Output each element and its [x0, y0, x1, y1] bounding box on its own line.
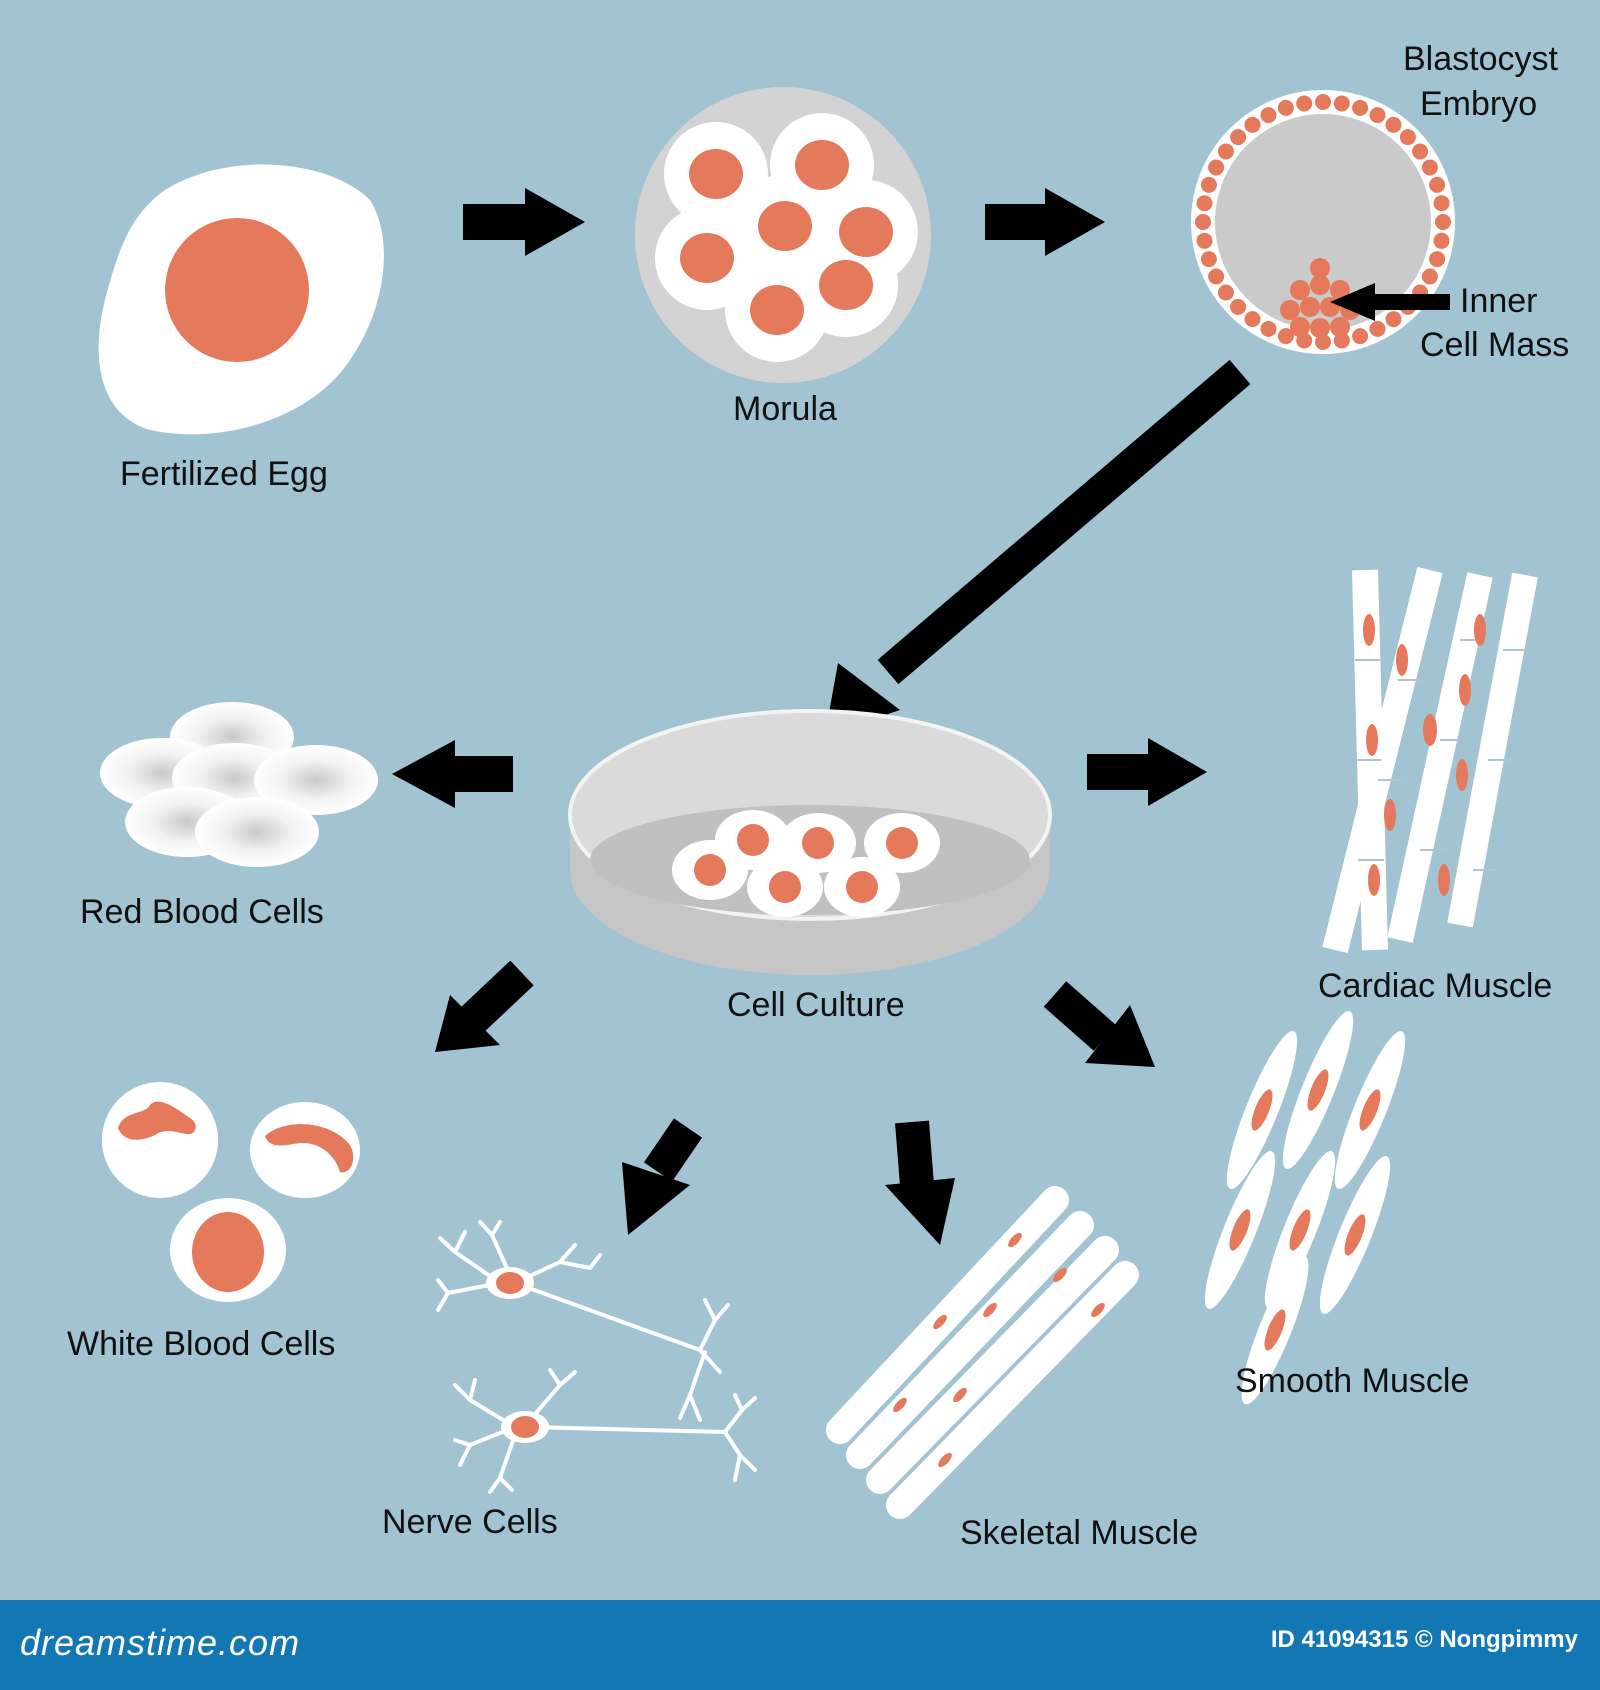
arrow-to-red-blood-cells [392, 740, 513, 808]
label-blastocyst-line1: Blastocyst [1403, 40, 1558, 78]
arrow-morula-to-blastocyst [985, 188, 1105, 256]
trophoblast-cell [1195, 214, 1211, 230]
trophoblast-cell [1277, 99, 1294, 116]
blastocyst-icon [1191, 90, 1455, 354]
morula-icon [635, 87, 931, 383]
label-fertilized-egg: Fertilized Egg [120, 455, 328, 493]
trophoblast-cell [1196, 195, 1213, 212]
arrow-inner-cell-mass [1330, 283, 1450, 321]
footer-logo[interactable]: dreamstime.com [20, 1622, 301, 1663]
trophoblast-cell [1196, 232, 1213, 249]
trophoblast-cell [1244, 116, 1261, 133]
label-blastocyst-line2: Embryo [1420, 85, 1538, 123]
fertilized-egg-icon [98, 164, 384, 435]
cardiac-muscle-icon [1322, 566, 1538, 954]
label-skeletal-muscle: Skeletal Muscle [960, 1514, 1199, 1552]
trophoblast-cell [1277, 328, 1294, 345]
trophoblast-cell [1315, 94, 1331, 110]
trophoblast-cell [1260, 107, 1277, 124]
trophoblast-cell [1244, 311, 1261, 328]
nerve-cells-icon [436, 1220, 757, 1494]
trophoblast-cell [1369, 107, 1386, 124]
trophoblast-cell [1230, 298, 1247, 315]
trophoblast-cell [1352, 328, 1369, 345]
red-blood-cells-icon [100, 702, 378, 867]
label-cell-culture: Cell Culture [727, 986, 905, 1024]
trophoblast-cell [1217, 284, 1234, 301]
arrow-egg-to-morula [463, 188, 585, 256]
trophoblast-cell [1260, 320, 1277, 337]
label-morula: Morula [733, 390, 837, 428]
trophoblast-cell [1433, 232, 1450, 249]
skeletal-muscle-icon [826, 1186, 1139, 1519]
label-smooth-muscle: Smooth Muscle [1235, 1362, 1470, 1400]
label-red-blood-cells: Red Blood Cells [80, 893, 324, 931]
label-inner-line2: Cell Mass [1420, 326, 1570, 364]
cell-culture-dish-icon [568, 709, 1052, 975]
trophoblast-cell [1385, 116, 1402, 133]
arrow-to-cell-culture [825, 359, 1251, 735]
trophoblast-cell [1230, 129, 1247, 146]
smooth-muscle-icon [1204, 1010, 1406, 1405]
arrow-to-nerve-cells [622, 1118, 703, 1235]
trophoblast-cell [1429, 251, 1446, 268]
trophoblast-cell [1200, 176, 1217, 193]
trophoblast-cell [1385, 311, 1402, 328]
white-blood-cells-icon [102, 1082, 360, 1302]
diagram-canvas [98, 87, 1538, 1519]
label-cardiac-muscle: Cardiac Muscle [1318, 967, 1553, 1005]
trophoblast-cell [1296, 95, 1313, 112]
footer-image-id: ID 41094315 © Nongpimmy [1270, 1626, 1578, 1653]
trophoblast-cell [1208, 268, 1225, 285]
arrow-to-skeletal-muscle [885, 1120, 955, 1245]
trophoblast-cell [1352, 99, 1369, 116]
label-nerve-cells: Nerve Cells [382, 1503, 558, 1541]
trophoblast-cell [1421, 159, 1438, 176]
nerve-nuclei [496, 1272, 539, 1438]
trophoblast-cell [1200, 251, 1217, 268]
label-white-blood-cells: White Blood Cells [67, 1325, 336, 1363]
trophoblast-cell [1421, 268, 1438, 285]
trophoblast-cell [1429, 176, 1446, 193]
trophoblast-cell [1217, 143, 1234, 160]
trophoblast-cell [1315, 334, 1331, 350]
arrow-to-cardiac-muscle [1087, 738, 1207, 806]
arrow-to-white-blood-cells [435, 960, 534, 1052]
trophoblast-cell [1333, 95, 1350, 112]
trophoblast-cell [1435, 214, 1451, 230]
trophoblast-cell [1433, 195, 1450, 212]
label-inner-line1: Inner [1460, 282, 1538, 320]
trophoblast-cell [1399, 129, 1416, 146]
trophoblast-cell [1369, 320, 1386, 337]
trophoblast-cell [1412, 143, 1429, 160]
trophoblast-cell [1208, 159, 1225, 176]
footer-bar: dreamstime.com ID 41094315 © Nongpimmy [0, 1600, 1600, 1690]
arrow-to-smooth-muscle [1043, 981, 1155, 1067]
